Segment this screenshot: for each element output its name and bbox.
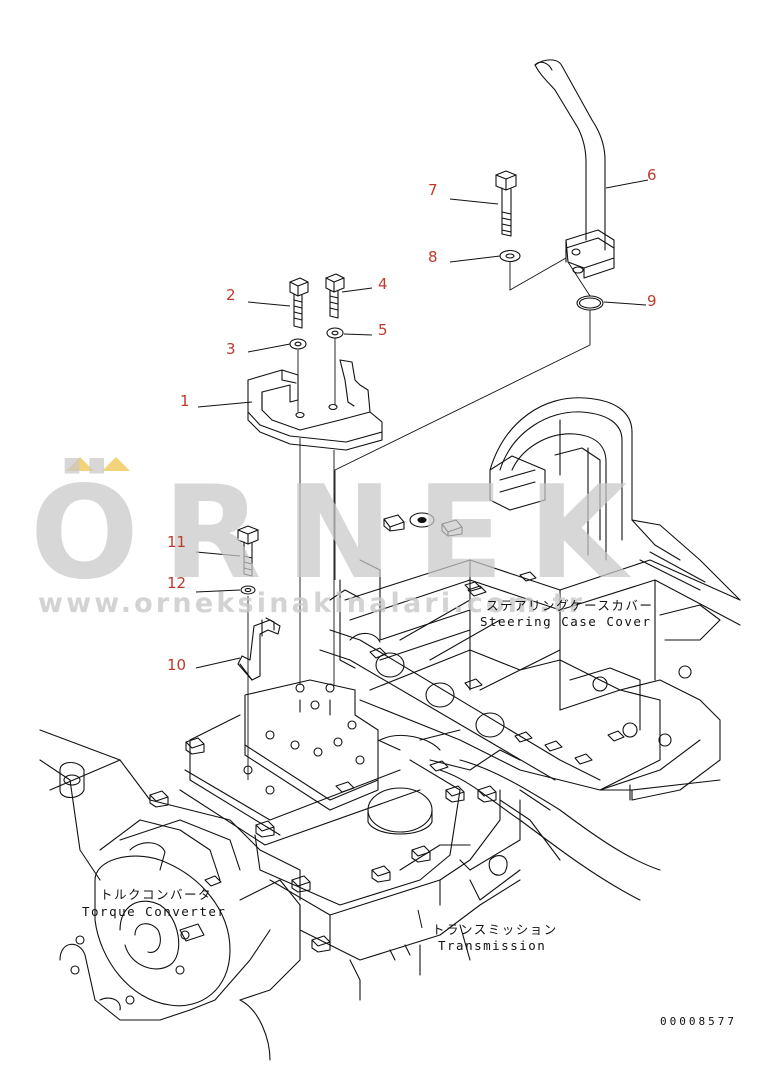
callout-8: 8 [428,248,438,266]
callout-6: 6 [647,166,657,184]
part-2-bolt [289,277,309,329]
label-torque-converter-en: Torque Converter [82,904,227,919]
part-10-bracket [237,617,281,681]
watermark-url: www.orneksinakinalari.com.tr [38,588,586,619]
watermark-word: ÖRNEK [30,459,652,608]
callout-9: 9 [647,292,657,310]
part-9-oring [576,295,604,311]
callout-5: 5 [378,321,388,339]
callout-7: 7 [428,181,438,199]
transmission-body [254,729,521,1001]
part-12-washer [240,585,256,595]
valve-plate [179,679,421,846]
callout-1: 1 [180,392,190,410]
part-8-washer [499,249,521,263]
label-steering-case-jp: ステアリングケースカバー [486,598,654,613]
part-4-bolt [325,273,345,319]
part-1-bracket [247,359,383,451]
callout-12: 12 [167,574,187,592]
callout-2: 2 [226,286,236,304]
part-3-washer [289,338,307,350]
part-11-bolt [237,525,259,577]
part-7-bolt [495,170,517,237]
label-steering-case-en: Steering Case Cover [480,614,652,629]
chassis-lines [439,759,721,901]
label-torque-converter-jp: トルクコンバータ [100,887,213,902]
accent-dots-icon [66,457,130,471]
part-5-washer [326,327,344,339]
torque-converter-housing [39,729,301,1061]
callout-3: 3 [226,340,236,358]
callout-4: 4 [378,275,388,293]
label-transmission-en: Transmission [438,938,547,953]
callout-10: 10 [167,656,187,674]
steering-case-flange [319,559,601,781]
drawing-number: 00008577 [660,1015,737,1028]
assembly-lines [247,257,591,780]
callout-11: 11 [167,533,187,551]
part-6-pipe [534,59,615,279]
label-transmission-jp: トランスミッション [432,922,558,937]
watermark-accent [66,456,130,471]
leader-lines [195,179,649,929]
steering-case-bolts [369,512,625,765]
